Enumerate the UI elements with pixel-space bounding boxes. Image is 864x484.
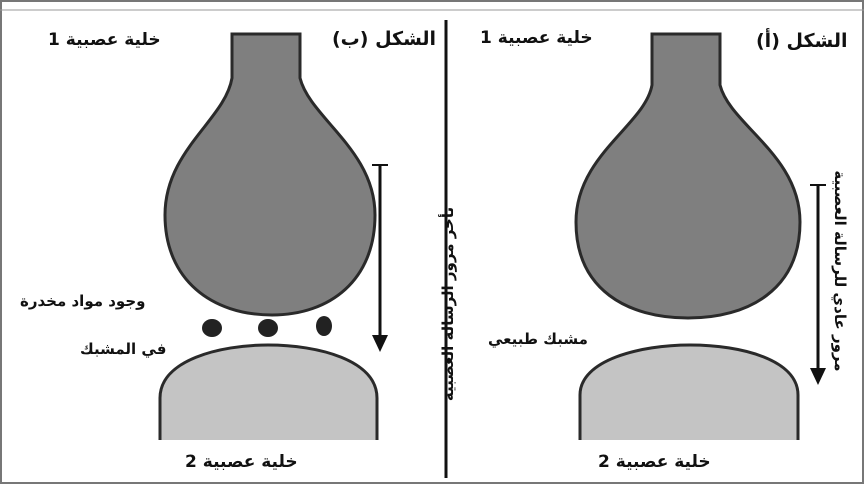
panel-b-neuron-1-terminal	[165, 34, 375, 315]
drug-dot	[202, 319, 222, 337]
panel-b-cell-1-label: خلية عصبية 1	[48, 30, 161, 50]
panel-b-arrow-label: تأخر مرور الرسالة العصبية	[439, 144, 457, 464]
panel-b-substance-label-2: في المشبك	[80, 340, 166, 358]
panel-a-cell-2-label: خلية عصبية 2	[598, 452, 711, 472]
panel-a-neuron-2-dendrite	[580, 345, 798, 440]
panel-a-arrow-label: مرور عادي للرسالة العصبية	[831, 101, 849, 441]
drug-dot	[316, 316, 332, 336]
panel-a-cell-1-label: خلية عصبية 1	[480, 28, 593, 48]
drug-dot	[258, 319, 278, 337]
panel-b-substance-label: وجود مواد مخدرة	[20, 292, 145, 310]
panel-b-neuron-2-dendrite	[160, 345, 377, 440]
panel-a-title: الشكل (أ)	[756, 30, 847, 52]
panel-b-cell-2-label: خلية عصبية 2	[185, 452, 298, 472]
panel-a-arrow-head	[810, 368, 826, 385]
panel-a-neuron-1-terminal	[576, 34, 800, 318]
panel-b-title: الشكل (ب)	[332, 28, 436, 50]
panel-a-synapse-label: مشبك طبيعي	[488, 330, 588, 348]
panel-b-arrow-head	[372, 335, 388, 352]
